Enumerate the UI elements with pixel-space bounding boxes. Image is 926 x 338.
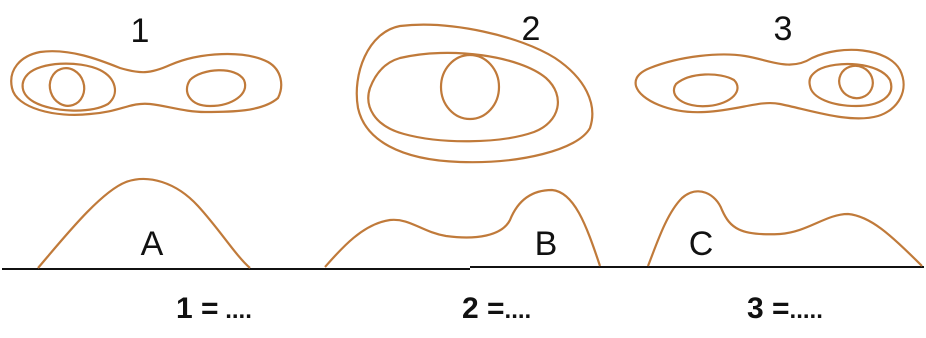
profile-label-a: A: [141, 225, 164, 263]
profile-label-b: B: [535, 225, 558, 263]
contour-label-3: 3: [774, 10, 793, 48]
contour-1-middle-right: [187, 70, 245, 106]
contour-2-inner: [441, 55, 499, 119]
contour-3-middle-left: [674, 74, 738, 106]
answer-1[interactable]: 1 = ....: [176, 292, 252, 326]
answer-1-prefix: 1 =: [176, 292, 219, 325]
profile-b-curve: [325, 190, 600, 267]
contour-label-2: 2: [522, 10, 541, 48]
answer-3[interactable]: 3 =.....: [747, 292, 823, 326]
contour-1-inner-left: [45, 64, 89, 111]
contour-map-2: [357, 25, 593, 162]
contour-map-3: [636, 50, 904, 119]
answer-3-blank[interactable]: .....: [790, 297, 823, 324]
answer-2[interactable]: 2 =....: [462, 292, 531, 326]
contour-label-1: 1: [131, 12, 150, 50]
contour-1-middle-left: [23, 64, 115, 111]
answer-2-prefix: 2 =: [462, 292, 505, 325]
profiles: [38, 179, 922, 268]
contour-2-middle: [368, 53, 558, 141]
contour-1-outer: [11, 51, 281, 115]
ground-lines: [2, 267, 924, 269]
contour-3-middle-right: [809, 64, 891, 106]
answer-3-prefix: 3 =: [747, 292, 790, 325]
contour-map-1: [11, 51, 281, 115]
answer-2-blank[interactable]: ....: [505, 297, 532, 324]
profile-label-c: C: [689, 225, 714, 263]
answer-1-blank[interactable]: ....: [219, 297, 252, 324]
